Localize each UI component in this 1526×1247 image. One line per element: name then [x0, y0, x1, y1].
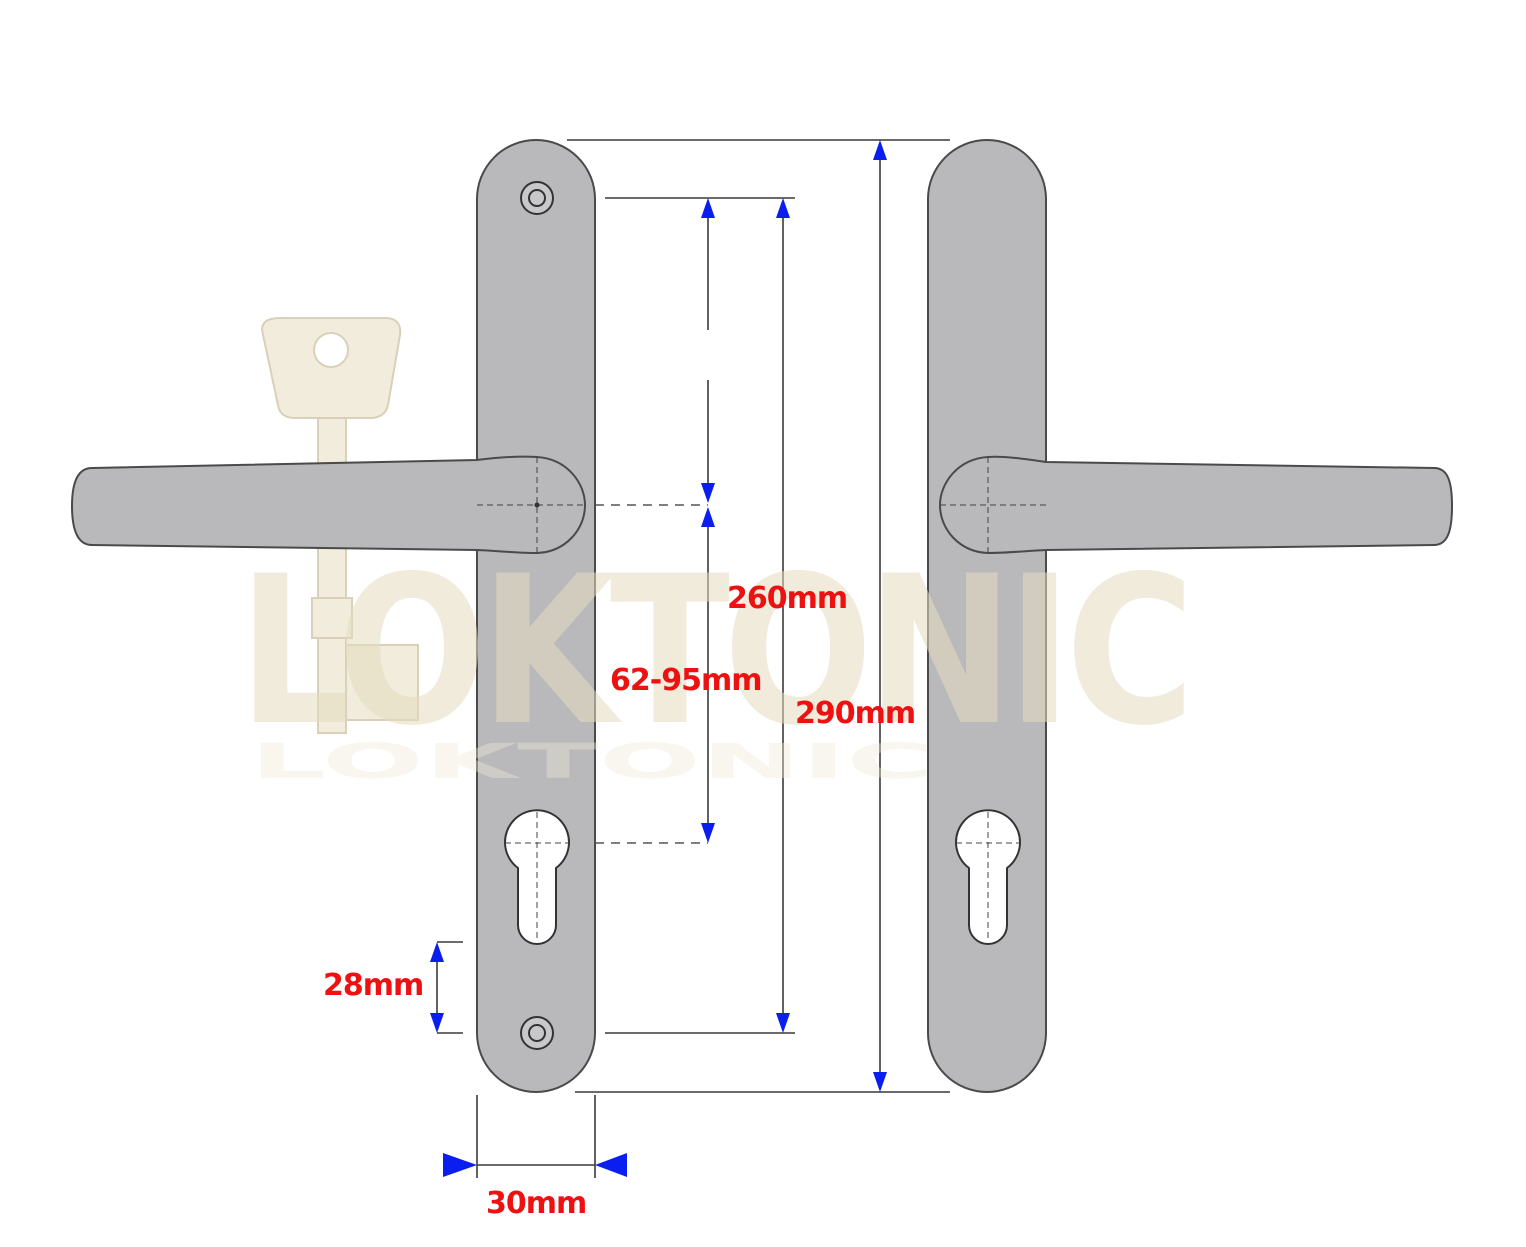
- dimension-30: [443, 1153, 627, 1177]
- left-handle-plate: [70, 139, 596, 1093]
- screw-icon: [520, 1016, 554, 1050]
- label-62-95mm: 62-95mm: [610, 663, 761, 698]
- extension-lines: [437, 139, 950, 1178]
- dimension-28: [430, 942, 444, 1033]
- label-30mm: 30mm: [486, 1186, 586, 1221]
- dimension-260: [776, 198, 790, 1033]
- screw-icon: [520, 181, 554, 215]
- svg-text:LOKTONIC: LOKTONIC: [250, 733, 934, 789]
- dimension-290: [873, 140, 887, 1092]
- label-290mm: 290mm: [795, 696, 915, 731]
- label-28mm: 28mm: [323, 968, 423, 1003]
- dimension-62-95: [701, 198, 715, 843]
- svg-text:LOKTONIC: LOKTONIC: [238, 533, 1188, 771]
- label-260mm: 260mm: [727, 581, 847, 616]
- loktonic-watermark: LOKTONIC LOKTONIC: [238, 533, 1196, 790]
- right-handle-plate: [927, 139, 1454, 1093]
